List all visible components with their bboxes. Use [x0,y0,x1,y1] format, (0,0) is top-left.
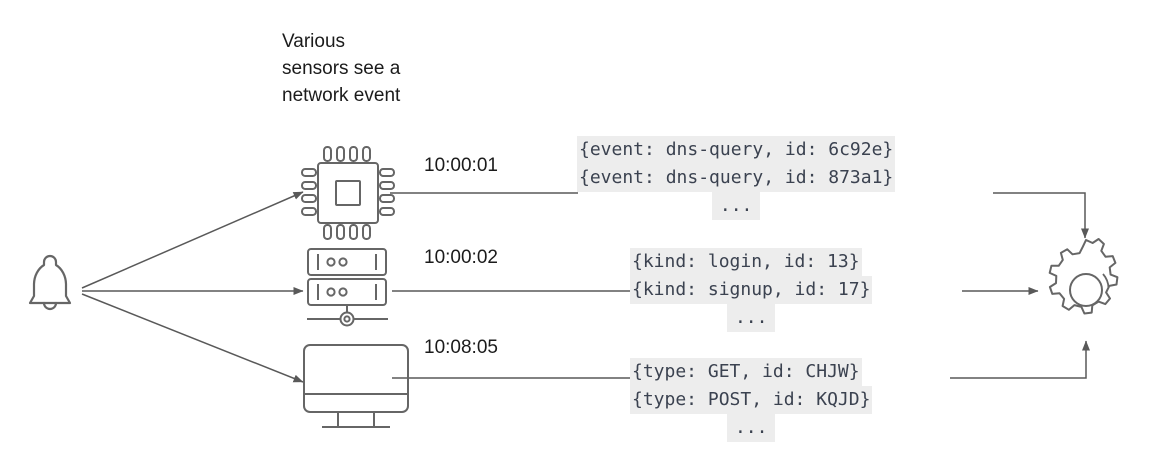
payload-block-server: {kind: login, id: 13} {kind: signup, id:… [630,248,873,332]
edge-payload3-to-gear [950,340,1090,379]
edge-payload1-to-gear [993,192,1089,239]
payload-line: {kind: login, id: 13} [630,248,862,276]
server-rack-icon [307,248,388,327]
payload-line: {event: dns-query, id: 873a1} [577,164,896,192]
bell-icon [28,254,72,311]
payload-line: {type: POST, id: KQJD} [630,386,873,414]
page-title: Various sensors see a network event [282,31,401,106]
payload-block-monitor: {type: GET, id: CHJW} {type: POST, id: K… [630,358,873,442]
monitor-icon [303,344,409,428]
timestamp-cpu: 10:00:01 [424,155,498,176]
edge-bell-to-monitor [81,293,304,383]
payload-line: {event: dns-query, id: 6c92e} [577,136,896,164]
gear-icon [1048,238,1119,315]
payload-ellipsis: ... [726,304,776,332]
payload-line: {type: GET, id: CHJW} [630,358,862,386]
timestamp-server: 10:00:02 [424,247,498,268]
edge-bell-to-cpu [81,191,304,289]
payload-line: {kind: signup, id: 17} [630,276,873,304]
timestamp-monitor: 10:08:05 [424,337,498,358]
payload-ellipsis: ... [726,414,776,442]
cpu-chip-icon [301,146,395,240]
payload-block-cpu: {event: dns-query, id: 6c92e} {event: dn… [577,136,896,220]
payload-ellipsis: ... [711,192,761,220]
